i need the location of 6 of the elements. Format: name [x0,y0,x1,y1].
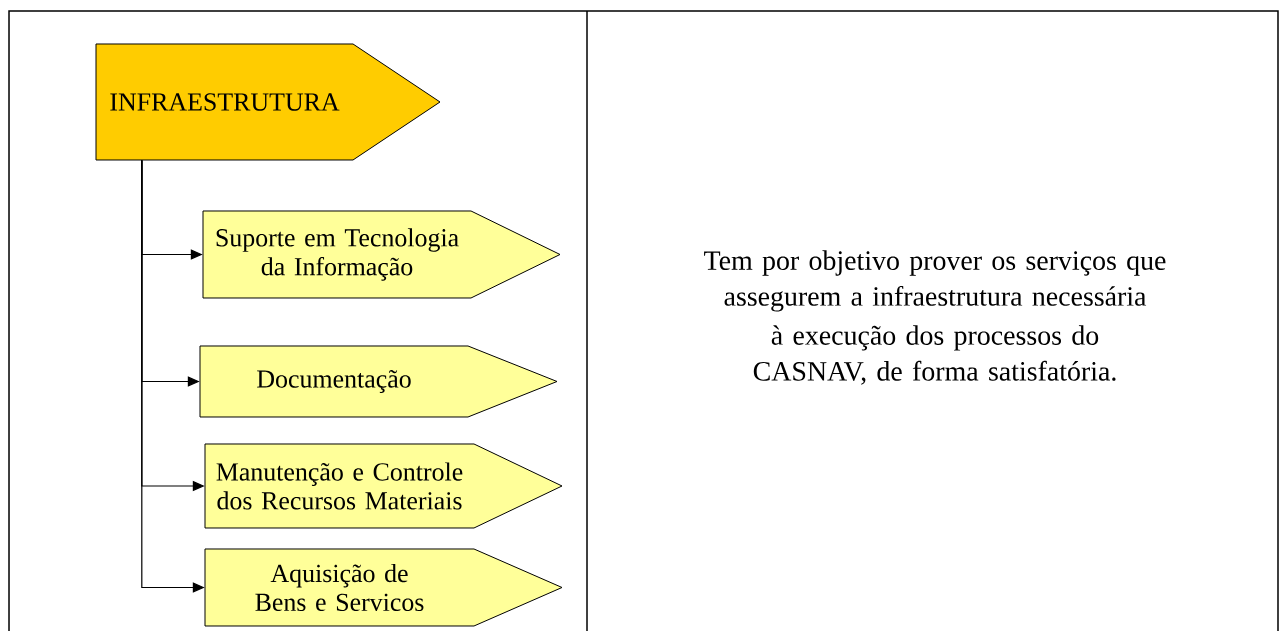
process-box: INFRAESTRUTURA [95,43,441,161]
process-box: Documentação [199,345,558,418]
process-box: Aquisição de Bens e Servicos [204,548,563,627]
process-box: Manutenção e Controle dos Recursos Materiais [204,443,563,529]
process-box: Suporte em Tecnologia da Informação [202,210,561,299]
description-text: à execução dos processos do CASNAV, de forma satisfatória. [753,325,1116,385]
